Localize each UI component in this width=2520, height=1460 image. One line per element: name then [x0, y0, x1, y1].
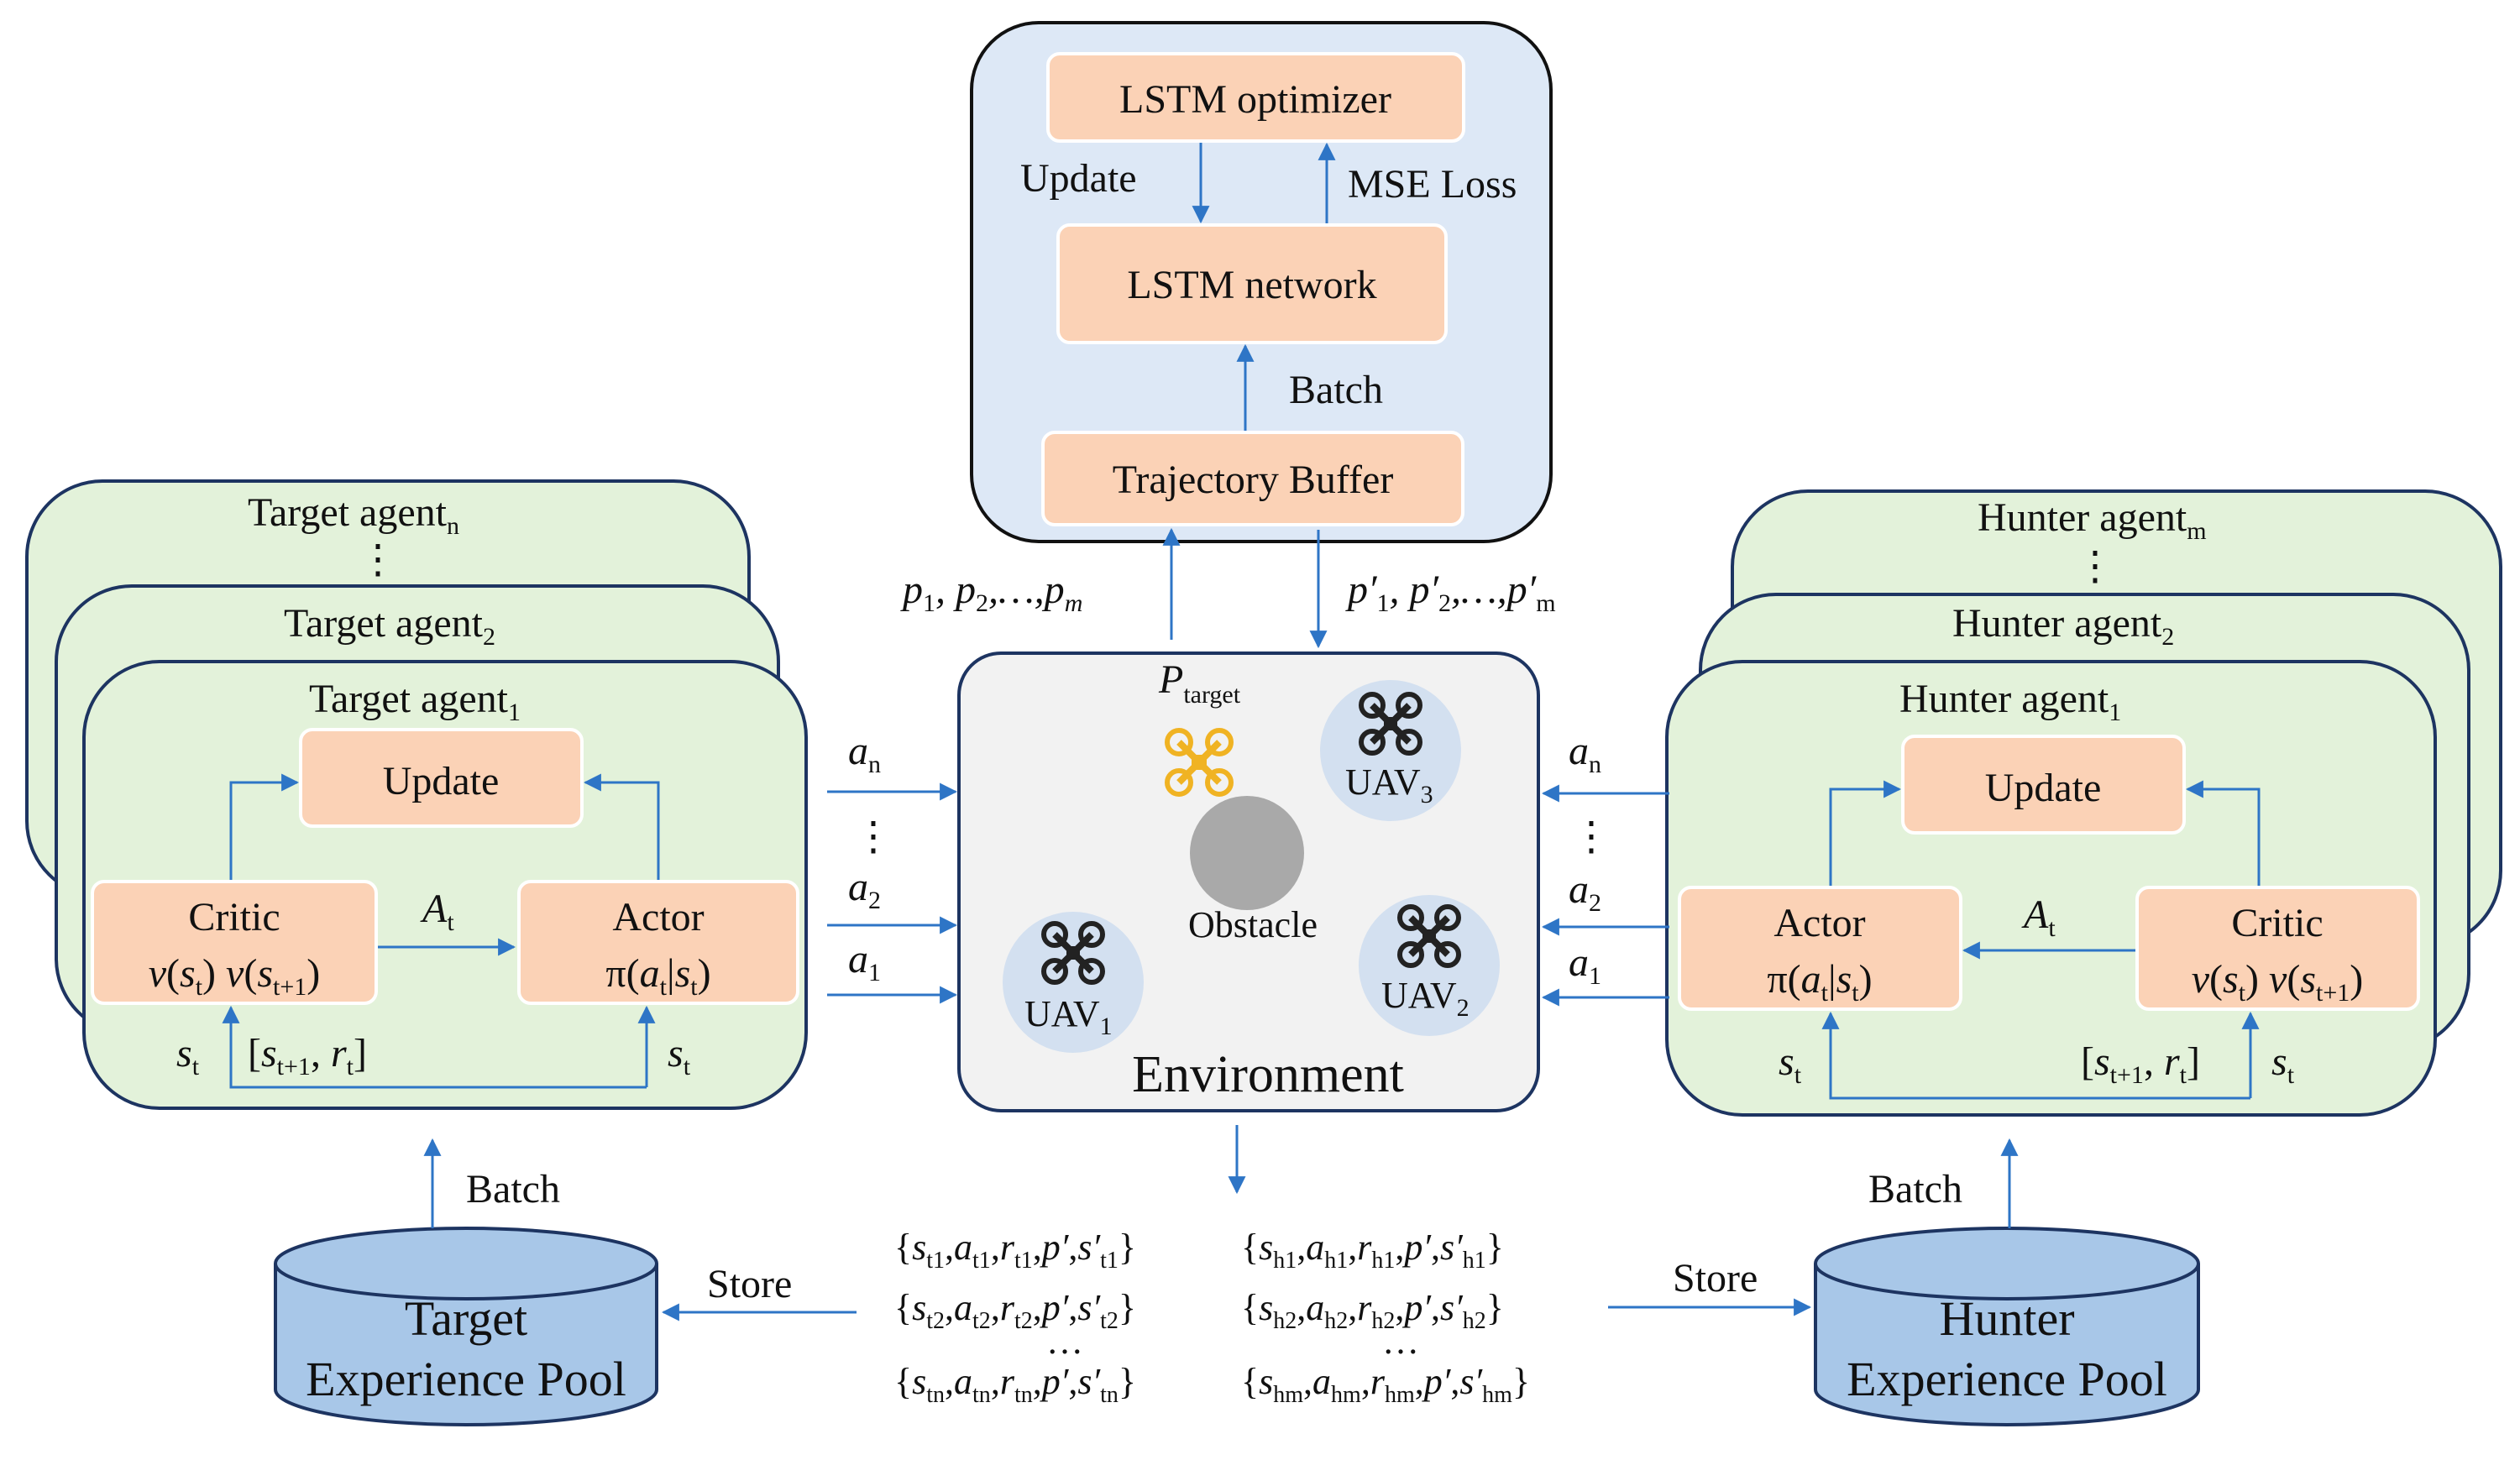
target-actor-update-arrow	[583, 773, 660, 880]
hunter-tuple-1: {sh1,ah1,rh1,p′,s′h1}	[1241, 1227, 1504, 1274]
drone-icon	[1359, 692, 1422, 756]
target-batch-label: Batch	[466, 1167, 560, 1211]
hunter-agent-1-label: Hunter agent1	[1899, 677, 2121, 726]
drone-icon	[1165, 728, 1234, 797]
hunter-tuple-dots: …	[1382, 1321, 1419, 1362]
target-critic-formula: v(st) v(st+1)	[149, 951, 321, 1001]
target-actions-dots: ⋮	[853, 814, 893, 859]
p-target-label: Ptarget	[1158, 657, 1241, 709]
hunter-an-label: an	[1569, 729, 1601, 778]
hunter-st-actor-arrow	[1821, 1011, 2250, 1100]
target-tuple-dots: …	[1046, 1321, 1083, 1362]
target-agent-2-label: Target agent2	[284, 601, 495, 651]
trajectory-buffer-label: Trajectory Buffer	[1113, 458, 1394, 502]
target-update-label: Update	[383, 759, 500, 803]
uav1-label: UAV1	[1024, 993, 1113, 1040]
target-actions: an ⋮ a2 a1	[827, 729, 958, 1004]
uav2-label: UAV2	[1381, 975, 1470, 1022]
hunter-pool-line1: Hunter	[1939, 1291, 2074, 1346]
target-update-box	[299, 728, 584, 828]
target-advantage-label: At	[420, 887, 454, 936]
hunter-actor-update-arrow	[1829, 780, 1902, 886]
hunter-pool-line2: Experience Pool	[1847, 1352, 2167, 1406]
hunter-a2-label: a2	[1569, 867, 1601, 917]
target-tuple-n: {stn,atn,rtn,p′,s′tn}	[894, 1361, 1136, 1408]
hunter-batch-label: Batch	[1868, 1167, 1962, 1211]
database-cylinder-icon	[1814, 1264, 2200, 1426]
lstm-panel: LSTM optimizer LSTM network Trajectory B…	[970, 21, 1553, 543]
hunter-agent-2-label: Hunter agent2	[1952, 601, 2174, 651]
uav3-circle	[1320, 680, 1461, 821]
hunter-tuple-2: {sh2,ah2,rh2,p′,s′h2}	[1241, 1287, 1504, 1334]
target-actor-formula: π(at|st)	[605, 951, 710, 1001]
environment-panel: Environment Ptarget Obstacle UAV3	[957, 652, 1540, 1112]
target-vdots: ⋮	[358, 537, 398, 582]
database-cylinder-icon	[274, 1264, 658, 1426]
lstm-optimizer-label: LSTM optimizer	[1119, 77, 1391, 122]
target-agents: Target agentn ⋮ Target agent2 Target age…	[25, 479, 808, 1110]
hunter-critic-box	[2135, 886, 2420, 1011]
hunter-critic-label: Critic	[2231, 901, 2323, 945]
hunter-a1-label: a1	[1569, 940, 1601, 990]
target-pool-line1: Target	[405, 1291, 527, 1346]
target-experience-pool: Target Experience Pool Batch	[274, 1138, 658, 1426]
target-tuple-1: {st1,at1,rt1,p′,s′t1}	[894, 1227, 1136, 1274]
hunter-actor-box	[1678, 886, 1962, 1011]
environment-label: Environment	[1132, 1046, 1404, 1103]
hunter-experience-pool: Hunter Experience Pool Batch	[1814, 1138, 2200, 1426]
uav1-circle	[1003, 912, 1144, 1053]
lstm-network-box	[1056, 223, 1448, 344]
hunter-critic-update-arrow	[2185, 780, 2261, 886]
hunter-store-label: Store	[1673, 1256, 1758, 1300]
lstm-update-label: Update	[1020, 156, 1137, 201]
positions-right-label: p′1, p′2,…,p′m	[1345, 568, 1556, 617]
drone-icon	[1041, 921, 1105, 985]
obstacle-circle	[1190, 796, 1304, 910]
uav3-label: UAV3	[1345, 761, 1433, 808]
hunter-agent-m-label: Hunter agentm	[1978, 495, 2207, 545]
hunter-vdots: ⋮	[2075, 544, 2115, 589]
lstm-network-label: LSTM network	[1127, 263, 1376, 307]
hunter-agents: Hunter agentm ⋮ Hunter agent2 Hunter age…	[1665, 489, 2502, 1117]
target-pool-line2: Experience Pool	[306, 1352, 626, 1406]
hunter-actions-dots: ⋮	[1571, 814, 1611, 859]
target-agent-1-label: Target agent1	[309, 677, 521, 726]
target-an-label: an	[848, 729, 881, 778]
target-actor-label: Actor	[612, 895, 704, 939]
positions-left-label: p1, p2,…,pm	[900, 568, 1082, 617]
target-st-critic-arrow	[222, 1005, 647, 1089]
hunter-actions: an ⋮ a2 a1	[1541, 729, 1669, 1007]
target-a1-label: a1	[848, 937, 881, 986]
mse-loss-label: MSE Loss	[1348, 162, 1517, 207]
uav2-circle	[1359, 895, 1500, 1036]
target-tuple-2: {st2,at2,rt2,p′,s′t2}	[894, 1287, 1136, 1334]
target-critic-box	[91, 880, 378, 1005]
hunter-tuple-m: {shm,ahm,rhm,p′,s′hm}	[1241, 1361, 1530, 1408]
drone-icon	[1397, 904, 1461, 968]
target-store-label: Store	[707, 1262, 792, 1306]
hunter-update-box	[1901, 735, 2186, 835]
target-critic-label: Critic	[188, 895, 280, 939]
target-actor-box	[517, 880, 799, 1005]
target-a2-label: a2	[848, 865, 881, 914]
transition-tuples: {st1,at1,rt1,p′,s′t1} {st2,at2,rt2,p′,s′…	[894, 1227, 1530, 1408]
lstm-batch-label: Batch	[1289, 368, 1383, 412]
obstacle-label: Obstacle	[1188, 904, 1318, 945]
hunter-update-label: Update	[1985, 766, 2102, 810]
target-agent-n-label: Target agentn	[248, 490, 459, 540]
lstm-optimizer-box	[1046, 52, 1465, 143]
hunter-actor-label: Actor	[1773, 901, 1865, 945]
trajectory-buffer-box	[1041, 431, 1464, 526]
target-critic-update-arrow	[229, 773, 300, 880]
